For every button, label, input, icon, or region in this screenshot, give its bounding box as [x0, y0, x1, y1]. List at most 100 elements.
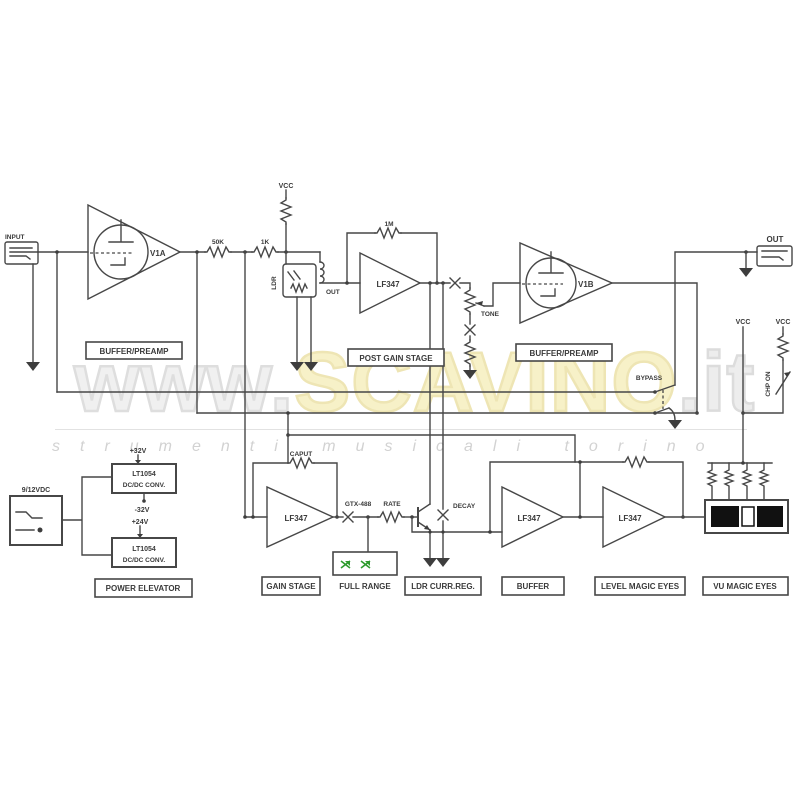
stage-box-ldr-curr-reg: LDR CURR.REG.	[404, 576, 482, 596]
conv1-name: LT1054	[132, 471, 156, 478]
tube-v1b-label: V1B	[578, 280, 594, 289]
stage-label: BUFFER	[517, 582, 550, 591]
feedback-1m: 1M	[345, 221, 439, 285]
stage-label: VU MAGIC EYES	[713, 582, 777, 591]
coupling-coil	[319, 261, 325, 284]
resistor-1k-label: 1K	[261, 239, 270, 246]
resistor-1m-label: 1M	[384, 221, 393, 228]
ground-symbol	[463, 370, 477, 379]
full-range-label: FULL RANGE	[339, 582, 391, 591]
stage-label: LEVEL MAGIC EYES	[601, 582, 680, 591]
tube-v1a-label: V1A	[150, 249, 166, 258]
opamp-buffer-label: LF347	[517, 514, 541, 523]
watermark-divider-line	[55, 429, 747, 430]
tone-pot: TONE	[463, 282, 521, 379]
capacitor	[342, 511, 354, 523]
capacitor	[449, 277, 461, 289]
dcdc-converter-1: +32V LT1054 DC/DC CONV. -32V	[111, 448, 177, 514]
output-jack: OUT	[756, 235, 793, 267]
ground-symbol	[304, 362, 318, 371]
bypass-label: BYPASS	[636, 375, 663, 382]
wire	[61, 476, 113, 556]
vcc-right2-label: VCC	[776, 319, 791, 326]
wire	[411, 516, 503, 533]
stage-box-vu-magic-eyes: VU MAGIC EYES	[702, 576, 789, 596]
vcc-right-2-trimmer: VCC CHP ON	[742, 319, 791, 414]
wire	[674, 251, 758, 386]
stage-box-power-elevator: POWER ELEVATOR	[94, 578, 193, 598]
wire	[244, 251, 268, 518]
opamp-post-gain: LF347	[359, 251, 422, 315]
coupling-cap-label: GTX-488	[345, 501, 372, 508]
stage-label: BUFFER/PREAMP	[100, 347, 170, 356]
ground-symbol	[739, 268, 753, 277]
tube-stage-v1a: V1A	[87, 203, 182, 301]
gain-feedback: CAPUT	[251, 451, 339, 519]
level-feedback-resistor	[622, 455, 650, 469]
stage-box-buffer-preamp-1: BUFFER/PREAMP	[85, 341, 183, 360]
ground-symbol	[26, 362, 40, 371]
wire	[611, 282, 698, 414]
conv1-type: DC/DC CONV.	[123, 482, 166, 489]
vcc-top: VCC	[279, 183, 294, 265]
wire	[459, 282, 471, 289]
decay-label: DECAY	[453, 503, 476, 510]
stage-label: GAIN STAGE	[266, 582, 316, 591]
vcc-right1-label: VCC	[736, 319, 751, 326]
full-range-leds	[332, 551, 398, 576]
ground-symbol	[668, 420, 682, 429]
capacitor-decay	[437, 509, 449, 521]
v-minus32-label: -32V	[135, 507, 150, 514]
resistor-50k: 50K	[204, 239, 232, 259]
opamp-gain: LF347	[266, 485, 335, 549]
opamp-level-label: LF347	[618, 514, 642, 523]
ground-symbol	[436, 558, 450, 567]
vcc-right-1: VCC	[736, 319, 751, 464]
vu-meter	[704, 461, 789, 534]
stage-label: BUFFER/PREAMP	[530, 349, 600, 358]
wire	[648, 461, 684, 518]
wire	[287, 434, 576, 463]
opamp-buffer: LF347	[501, 485, 565, 549]
vcc-top-label: VCC	[279, 183, 294, 190]
rate-label: RATE	[383, 501, 401, 508]
gain-fb-label: CAPUT	[290, 451, 312, 458]
ldr-label: LDR	[271, 276, 278, 290]
conv2-type: DC/DC CONV.	[123, 557, 166, 564]
stage-label: LDR CURR.REG.	[411, 582, 475, 591]
out-label: OUT	[767, 235, 784, 244]
dcdc-converter-2: +24V LT1054 DC/DC CONV.	[111, 519, 177, 568]
bypass-switch: BYPASS	[636, 375, 682, 429]
stage-box-gain-stage: GAIN STAGE	[261, 576, 321, 596]
conv2-name: LT1054	[132, 546, 156, 553]
dc-input-jack: 9/12VDC	[9, 487, 63, 546]
resistor-rate: RATE	[377, 501, 405, 524]
tube-stage-v1b: V1B	[519, 241, 614, 325]
resistor-50k-label: 50K	[212, 239, 224, 246]
stage-label: POWER ELEVATOR	[106, 584, 181, 593]
transistor	[417, 503, 431, 531]
opamp-level: LF347	[602, 485, 667, 549]
ldr-out-label: OUT	[326, 289, 340, 296]
ldr-block: LDR	[271, 263, 317, 298]
input-jack: INPUT	[4, 234, 39, 265]
ground-symbol	[423, 558, 437, 567]
stage-box-buffer-preamp-2: BUFFER/PREAMP	[515, 343, 613, 362]
stage-label: POST GAIN STAGE	[359, 354, 433, 363]
opamp-post-gain-label: LF347	[376, 280, 400, 289]
chp-on-label: CHP ON	[765, 371, 772, 396]
ground-symbol	[290, 362, 304, 371]
resistor-1k: 1K	[251, 239, 279, 259]
v-plus24-label: +24V	[132, 519, 149, 526]
v-plus32-label: +32V	[130, 448, 147, 455]
opamp-gain-label: LF347	[284, 514, 308, 523]
watermark-tagline: strumenti musicali torino	[52, 438, 725, 455]
stage-box-post-gain-stage: POST GAIN STAGE	[347, 348, 445, 367]
input-label: INPUT	[5, 234, 25, 241]
stage-box-level-magic-eyes: LEVEL MAGIC EYES	[594, 576, 686, 596]
wire	[296, 296, 312, 363]
dc-input-label: 9/12VDC	[22, 487, 50, 494]
tone-label: TONE	[481, 311, 500, 318]
